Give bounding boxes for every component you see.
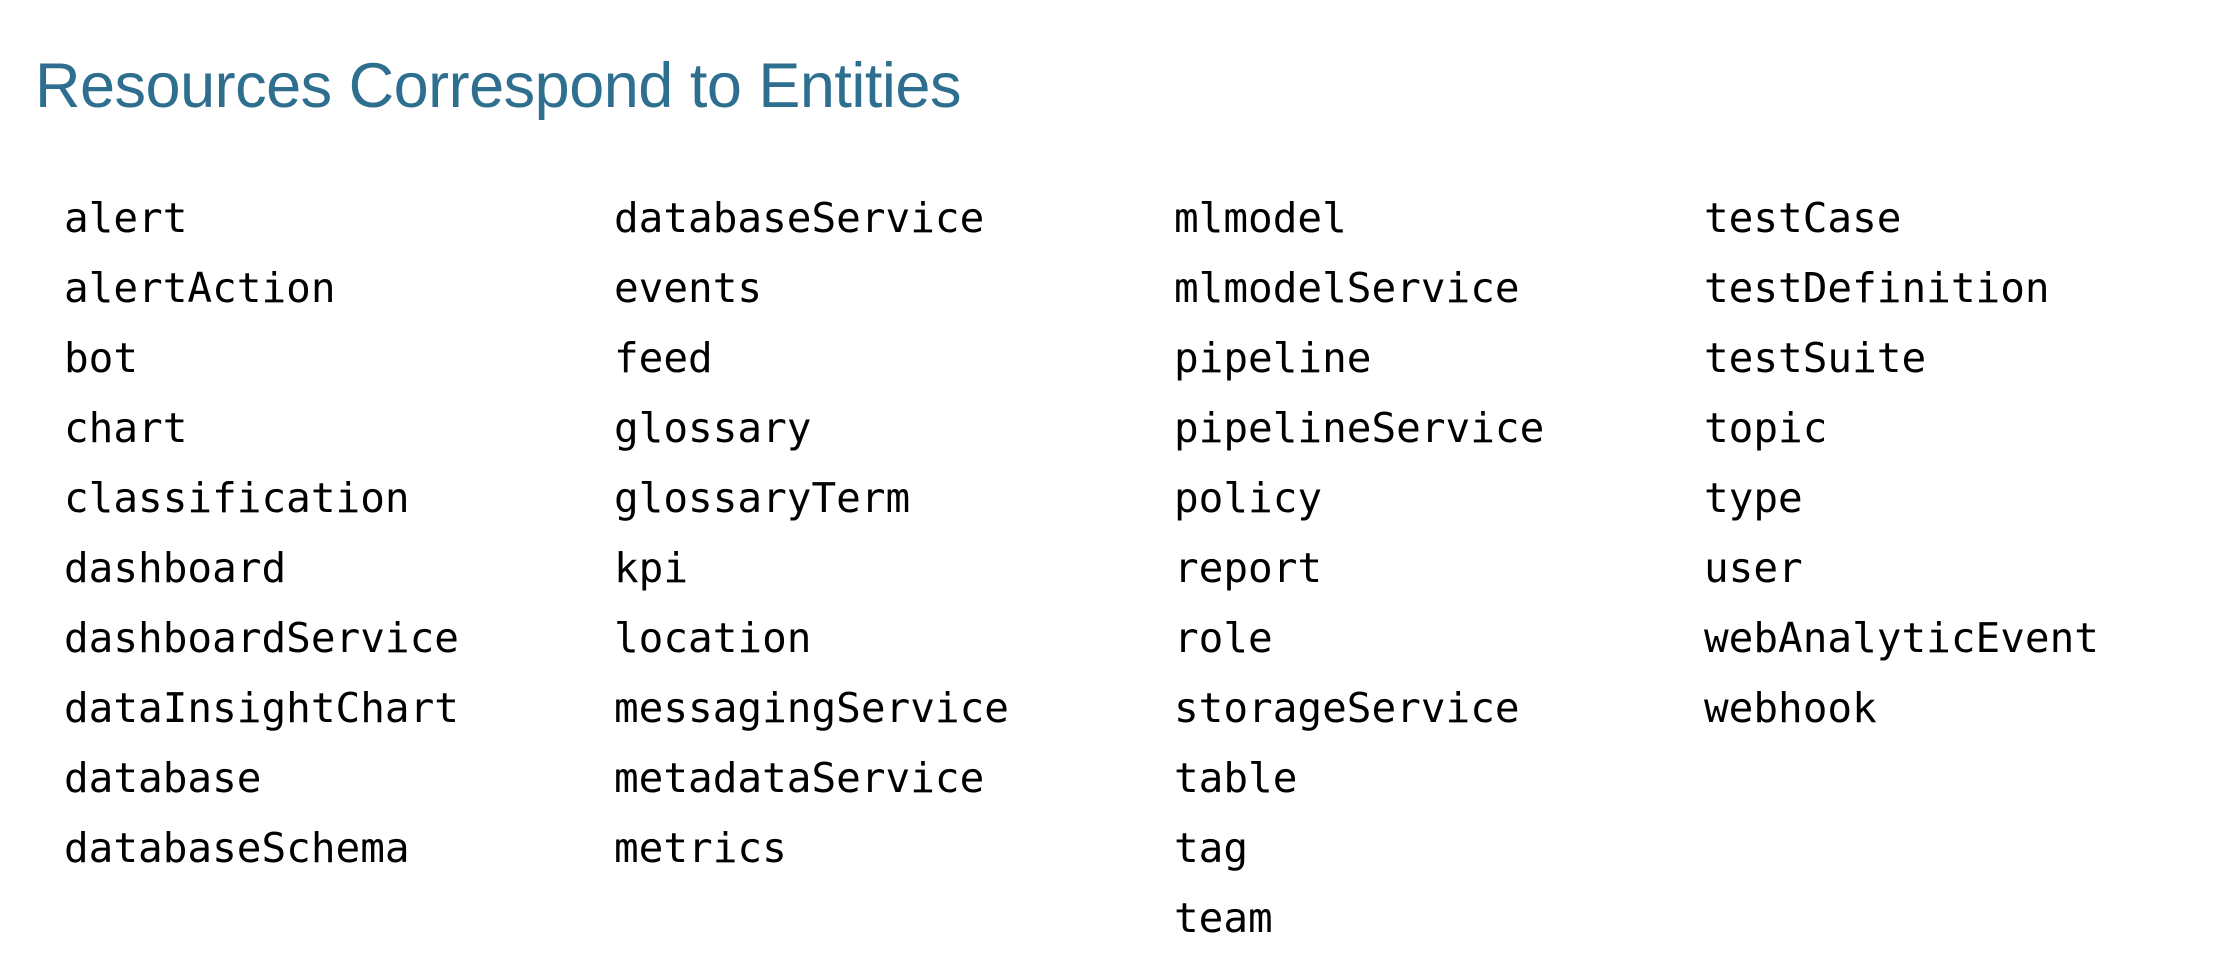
entity-name: team <box>1174 894 1273 942</box>
entity-list-columns: alert alertAction bot chart classification da… <box>0 183 2214 943</box>
entity-name: feed <box>614 334 713 382</box>
entity-name: testCase <box>1704 194 1902 242</box>
entity-name: messagingService <box>614 684 1009 732</box>
entity-name: pipeline <box>1174 334 1372 382</box>
entity-name: databaseSchema <box>64 824 410 872</box>
entity-name: database <box>64 754 262 802</box>
entity-name: dashboardService <box>64 614 459 662</box>
entity-name: databaseService <box>614 194 985 242</box>
entity-name: topic <box>1704 404 1828 452</box>
page-title: Resources Correspond to Entities <box>35 51 961 122</box>
entity-name: table <box>1174 754 1298 802</box>
entity-name: report <box>1174 544 1323 592</box>
entity-name: dashboard <box>64 544 287 592</box>
entity-name: storageService <box>1174 684 1520 732</box>
entity-column-4: testCase testDefinition testSuite topic type… <box>1704 183 2204 743</box>
entity-name: bot <box>64 334 139 382</box>
entity-name: location <box>614 614 812 662</box>
entity-name: dataInsightChart <box>64 684 459 732</box>
entity-name: testSuite <box>1704 334 1927 382</box>
entity-name: testDefinition <box>1704 264 2050 312</box>
entity-name: kpi <box>614 544 689 592</box>
entity-name: tag <box>1174 824 1249 872</box>
entity-name: metrics <box>614 824 787 872</box>
entity-name: chart <box>64 404 188 452</box>
entity-name: mlmodelService <box>1174 264 1520 312</box>
entity-name: mlmodel <box>1174 194 1347 242</box>
entity-name: metadataService <box>614 754 985 802</box>
entity-name: events <box>614 264 763 312</box>
entity-name: glossary <box>614 404 812 452</box>
entity-name: pipelineService <box>1174 404 1545 452</box>
entity-column-3: mlmodel mlmodelService pipeline pipelineSer… <box>1174 183 1694 953</box>
entity-column-2: databaseService events feed glossary glossar… <box>614 183 1164 883</box>
entity-name: classification <box>64 474 410 522</box>
entity-name: alert <box>64 194 188 242</box>
entity-name: glossaryTerm <box>614 474 911 522</box>
entity-name: webhook <box>1704 684 1877 732</box>
entity-name: webAnalyticEvent <box>1704 614 2099 662</box>
entity-column-1: alert alertAction bot chart classification da… <box>64 183 604 883</box>
entity-name: user <box>1704 544 1803 592</box>
entity-name: type <box>1704 474 1803 522</box>
entity-name: role <box>1174 614 1273 662</box>
entity-name: policy <box>1174 474 1323 522</box>
entity-name: alertAction <box>64 264 336 312</box>
